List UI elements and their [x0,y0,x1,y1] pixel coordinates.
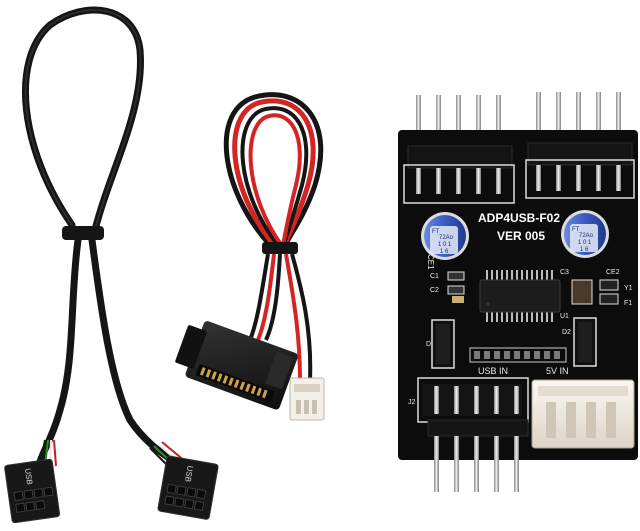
small-power-connector [289,377,325,421]
svg-text:FT: FT [572,227,580,233]
smd-components [431,271,619,369]
usb-label-left: USB [23,468,34,486]
bottom-pin-header [417,377,529,492]
power-input-connector [531,379,635,449]
usb-hub-adapter-board: ADP4USB-F02 VER 005 FT 72Ao 1 0 1 1 6 FT… [398,92,638,492]
svg-text:72Ao: 72Ao [579,233,594,239]
usb-header-cable: USB USB [4,6,219,524]
designator-d1: D1 [426,341,435,348]
top-pin-header-right [536,92,621,152]
designator-c2: C2 [430,287,439,294]
designator-d2: D2 [562,329,571,336]
capacitor-left: FT 72Ao 1 0 1 1 6 [421,212,469,260]
power-in-label: 5V IN [546,366,569,376]
top-pin-header-left [416,95,501,155]
designator-ce2: CE2 [606,269,620,276]
svg-text:72Ao: 72Ao [439,235,454,241]
sata-connector [175,321,298,410]
capacitor-right: FT 72Ao 1 0 1 1 6 [561,210,609,258]
usb-in-label: USB IN [478,366,508,376]
usb-connector-left: USB [4,458,61,524]
sata-power-cable [175,92,325,421]
usb-label-right: USB [183,465,195,483]
designator-u1: U1 [560,313,569,320]
board-model: ADP4USB-F02 [478,211,560,225]
designator-c3: C3 [560,269,569,276]
svg-text:1 6: 1 6 [580,247,589,253]
designator-c1: C1 [430,273,439,280]
svg-text:1 6: 1 6 [440,249,449,255]
hub-chip [479,270,561,322]
svg-text:1 0 1: 1 0 1 [578,240,592,246]
board-version: VER 005 [497,229,545,243]
svg-text:FT: FT [432,229,440,235]
svg-text:1 0 1: 1 0 1 [438,242,452,248]
designator-ce1: CE1 [426,254,435,270]
designator-f1: F1 [624,300,632,307]
designator-j2: J2 [408,399,416,406]
usb-connector-right: USB [157,455,219,520]
designator-y1: Y1 [624,285,633,292]
